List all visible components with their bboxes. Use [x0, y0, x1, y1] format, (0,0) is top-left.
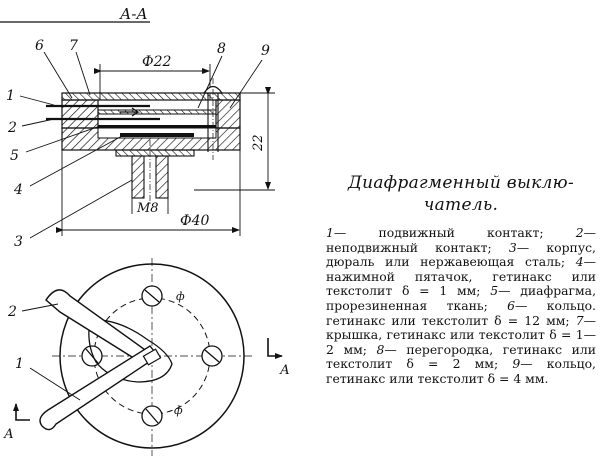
legend-item: 7— крышка, гетинакс или текстолит δ = 1—…	[326, 312, 596, 357]
screw-right	[201, 345, 223, 367]
leader-4	[29, 135, 123, 187]
technical-drawing: А-А Ф22 М8	[0, 5, 290, 456]
dim-m8: М8	[136, 201, 159, 216]
plan-callout-1: 1	[15, 356, 24, 372]
callout-7: 7	[69, 38, 78, 54]
callout-3: 3	[14, 234, 23, 250]
callout-6: 6	[35, 38, 44, 54]
mark-d-top: ф	[176, 290, 185, 303]
callout-1: 1	[6, 88, 15, 104]
callout-8: 8	[217, 41, 226, 57]
cover-7	[61, 92, 241, 101]
leader-3	[29, 179, 133, 239]
ring-9	[215, 99, 241, 129]
legend-item: 1— подвижный контакт;	[326, 225, 576, 240]
dim-d40: Ф40	[180, 213, 210, 229]
callout-5: 5	[10, 148, 19, 164]
callout-2: 2	[7, 120, 17, 136]
dim-h22: 22	[251, 134, 266, 152]
dim-d22: Ф22	[142, 54, 172, 70]
ring-6	[61, 99, 99, 129]
nipple-right	[155, 155, 169, 199]
leader-1	[19, 95, 55, 106]
section-view: А-А Ф22 М8	[0, 5, 275, 250]
contact-arrow	[120, 107, 140, 117]
caption-title-line1: Диафрагменный выклю-	[348, 173, 574, 193]
plan-view: ф ф 2 1 А А	[3, 258, 290, 456]
legend-item: 5— диафрагма, прорезиненная ткань;	[326, 283, 597, 313]
caption-title: Диафрагменный выклю- чатель.	[326, 172, 596, 216]
legend-item: 2— неподвижный контакт;	[326, 225, 596, 255]
boss-flange	[115, 149, 195, 157]
contact-point	[142, 348, 162, 366]
plan-leader-1	[29, 367, 81, 401]
section-label: А-А	[119, 5, 148, 23]
plan-leader-2	[21, 303, 59, 312]
diaphragm-5	[98, 125, 216, 128]
leader-7	[75, 51, 91, 96]
legend-item: 3— корпус, дюраль или нержавеющая сталь;	[326, 239, 596, 270]
legend-item: 8— перегородка, гетинакс или текстолит δ…	[326, 341, 596, 372]
leader-5	[25, 125, 101, 153]
partition-8	[97, 109, 217, 115]
plan-callout-2: 2	[7, 304, 17, 320]
legend-item: 9— кольцо, гетинакс или текстолит δ = 4 …	[326, 356, 596, 386]
press-pad-4	[120, 133, 194, 137]
caption-legend: 1— подвижный контакт; 2— неподвижный кон…	[326, 225, 597, 387]
caption-title-line2: чатель.	[423, 195, 499, 215]
caption: Диафрагменный выклю- чатель. 1— подвижны…	[326, 172, 596, 387]
cut-mark-right	[267, 338, 283, 359]
cut-mark-left	[13, 403, 30, 421]
legend-item: 4— нажимной пятачок, гетинакс или тексто…	[326, 254, 596, 299]
leader-6	[43, 51, 73, 99]
callout-9: 9	[261, 43, 270, 59]
leader-9	[229, 59, 263, 109]
nipple-left	[131, 155, 145, 199]
cut-label-left: А	[3, 427, 14, 442]
screw-top	[141, 285, 163, 307]
cut-label-right: А	[279, 363, 290, 378]
mark-d-bot: ф	[174, 404, 183, 417]
leader-2	[21, 118, 55, 127]
leader-8	[197, 55, 223, 109]
screw-bottom	[141, 405, 163, 427]
screw-left	[81, 345, 103, 367]
cover-plate	[88, 319, 173, 383]
legend-item: 6— кольцо. гетинакс или текстолит δ = 12…	[326, 297, 596, 328]
callout-4: 4	[13, 182, 23, 198]
